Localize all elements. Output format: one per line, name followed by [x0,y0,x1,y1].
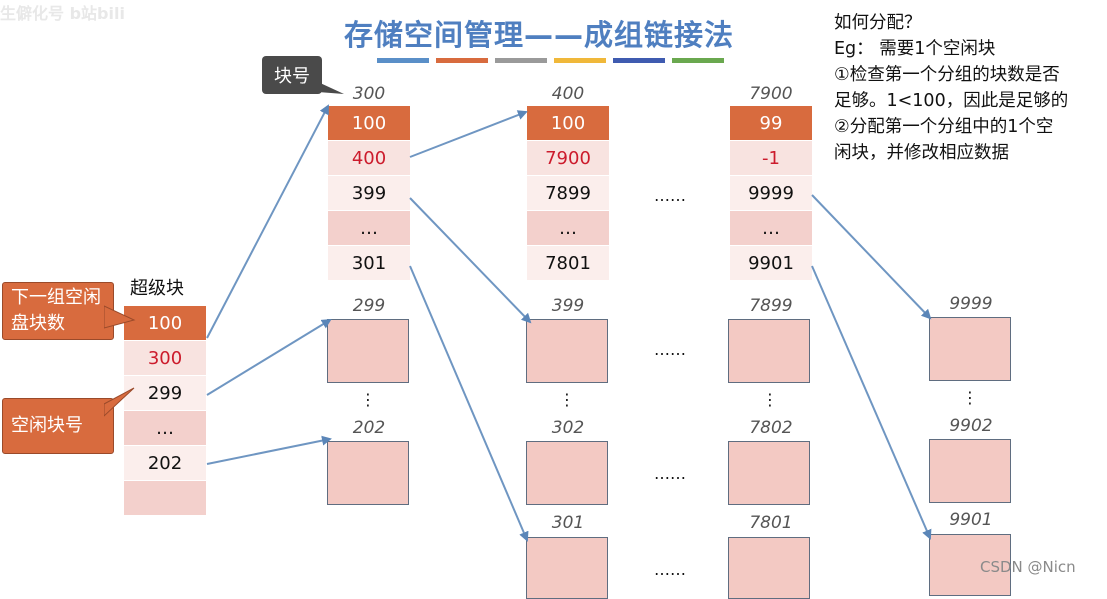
group-7900-cell-3: … [730,211,812,245]
superblock-cell-299: 299 [124,376,206,410]
arrow-superblock-to-299 [206,318,332,396]
free-block-label-9901: 9901 [949,510,993,530]
group-7900-block-label: 7900 [749,84,793,104]
group-300-cell-0: 100 [328,106,410,140]
free-block-302 [526,441,608,505]
page-title: 存储空间管理——成组链接法 [344,18,735,52]
arrow-7900-to-9901 [811,265,932,540]
note-line-3: 足够。1<100，因此是足够的 [834,91,1069,111]
free-block-label-9902: 9902 [949,416,993,436]
free-block-9902 [929,439,1011,503]
title-color-bar [613,58,665,63]
group-300-cell-4: 301 [328,246,410,280]
group-300-block-label: 300 [352,84,386,104]
superblock-cell-next: 300 [124,341,206,375]
free-block-label-299: 299 [352,296,386,316]
title-color-bar [672,58,724,63]
group-7900-cell-2: 9999 [730,176,812,210]
free-block-202 [327,441,409,505]
free-block-label-202: 202 [352,418,386,438]
group-400-cell-1: 7900 [527,141,609,175]
callout-free-block-no: 空闲块号 [2,398,114,454]
free-block-label-302: 302 [551,418,585,438]
allocation-notes: 如何分配？ Eg： 需要1个空闲块 ①检查第一个分组的块数是否 足够。1<100… [834,10,1068,166]
free-block-label-7899: 7899 [749,296,793,316]
horizontal-ellipsis-top: …… [654,186,686,205]
title-color-bar [436,58,488,63]
group-7900-cell-4: 9901 [730,246,812,280]
superblock-cell-count: 100 [124,306,206,340]
top-watermark: 生僻化号 b站bili [0,4,125,23]
group-400-block-label: 400 [551,84,585,104]
callout-free-block-no-text: 空闲块号 [11,415,83,436]
title-color-bar [377,58,429,63]
arrow-300-to-301 [409,265,529,542]
title-color-bar [495,58,547,63]
group-300-cell-2: 399 [328,176,410,210]
note-line-0: 如何分配？ [834,13,922,33]
callout-next-group-count-text: 下一组空闲盘块数 [11,287,101,334]
arrow-superblock-to-300 [206,104,329,339]
free-block-9999 [929,317,1011,381]
free-block-label-399: 399 [551,296,585,316]
free-block-7899 [728,319,810,383]
note-line-5: 闲块，并修改相应数据 [834,143,1009,163]
arrow-superblock-to-202 [206,435,332,465]
free-block-399 [526,319,608,383]
title-color-bar [554,58,606,63]
free-block-label-9999: 9999 [949,294,993,314]
note-line-2: ①检查第一个分组的块数是否 [834,65,1060,85]
horizontal-ellipsis-row2: …… [654,464,686,483]
horizontal-ellipsis-row1: …… [654,340,686,359]
block-number-bubble: 块号 [262,56,322,94]
superblock-cell-ellipsis: … [124,411,206,445]
bubble-tail [318,82,344,94]
note-line-4: ②分配第一个分组中的1个空 [834,117,1054,137]
superblock-cell-empty [124,481,206,515]
callout-next-group-count: 下一组空闲盘块数 [2,282,114,340]
horizontal-ellipsis-row3: …… [654,560,686,579]
free-block-9901 [929,534,1011,596]
group-7900-cell-1: -1 [730,141,812,175]
note-line-1: Eg： 需要1个空闲块 [834,39,996,59]
superblock-label: 超级块 [130,278,184,299]
free-block-label-301: 301 [551,513,585,533]
csdn-watermark: CSDN @Nicn [980,558,1076,576]
superblock-cell-202: 202 [124,446,206,480]
arrow-7900-to-9999 [811,194,932,320]
free-block-label-7801: 7801 [749,513,793,533]
group-400-cell-4: 7801 [527,246,609,280]
free-block-299 [327,319,409,383]
group-400-cell-2: 7899 [527,176,609,210]
group-7900-cell-0: 99 [730,106,812,140]
free-block-7802 [728,441,810,505]
group-400-cell-3: … [527,211,609,245]
arrow-300-to-399 [409,197,532,324]
group-300-cell-3: … [328,211,410,245]
callout-free-tail [104,387,135,417]
callout-next-tail [104,305,136,329]
free-block-label-7802: 7802 [749,418,793,438]
group-300-cell-1: 400 [328,141,410,175]
group-400-cell-0: 100 [527,106,609,140]
arrow-300-to-400 [409,110,528,158]
